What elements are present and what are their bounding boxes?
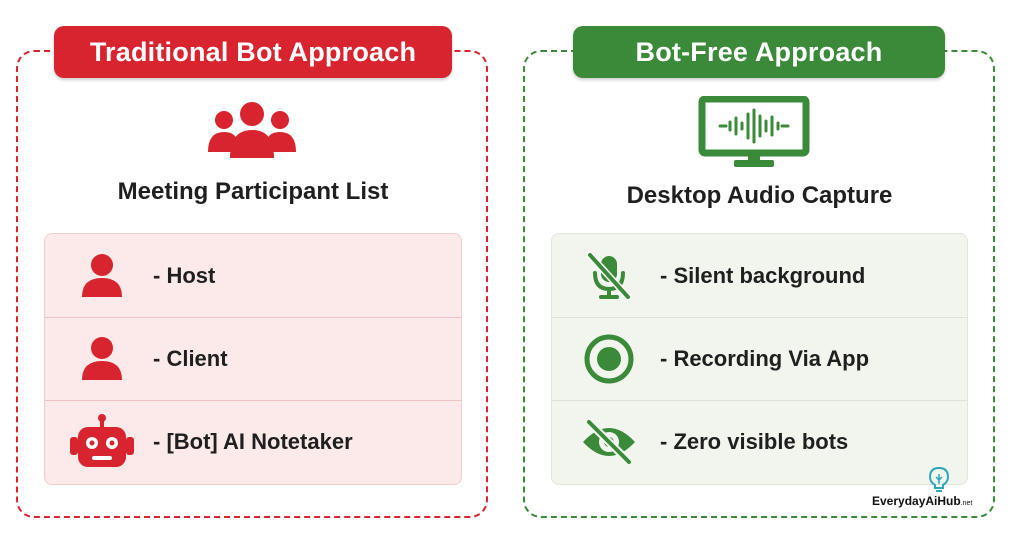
list-item: - Recording Via App — [552, 317, 967, 400]
record-icon — [574, 329, 644, 389]
list-item: - Client — [45, 317, 461, 400]
list-item-label: - Zero visible bots — [660, 429, 849, 454]
list-item-label: - Recording Via App — [660, 346, 870, 371]
lightbulb-icon — [928, 466, 950, 492]
brand-name: EverydayAiHub — [872, 494, 961, 508]
person-icon — [67, 329, 137, 389]
list-item-label: - Client — [153, 346, 228, 371]
traditional-title: Traditional Bot Approach — [54, 26, 452, 78]
robot-icon — [67, 412, 137, 472]
desktop-audio-heading: Desktop Audio Capture — [626, 182, 893, 209]
list-item: - [Bot] AI Notetaker — [45, 400, 461, 483]
participant-list-heading: Meeting Participant List — [117, 178, 389, 205]
bot-free-title: Bot-Free Approach — [573, 26, 945, 78]
brand-logo: EverydayAiHub.net — [872, 466, 1012, 516]
people-group-icon — [208, 102, 296, 158]
list-item-label: - [Bot] AI Notetaker — [153, 429, 353, 454]
participant-list: - Host - Client - [Bo — [44, 233, 462, 485]
person-icon — [67, 246, 137, 306]
brand-suffix: .net — [960, 500, 973, 507]
bot-free-list: - Silent background - Recording Via App … — [551, 233, 968, 485]
list-item-label: - Silent background — [660, 262, 866, 288]
list-item: - Host — [45, 234, 461, 317]
list-item-label: - Host — [153, 262, 216, 288]
monitor-audio-wave-icon — [698, 96, 810, 167]
list-item: - Silent background — [552, 234, 967, 317]
eye-slash-icon — [574, 412, 644, 472]
list-item: - Zero visible bots — [552, 400, 967, 483]
muted-microphone-icon — [574, 246, 644, 306]
